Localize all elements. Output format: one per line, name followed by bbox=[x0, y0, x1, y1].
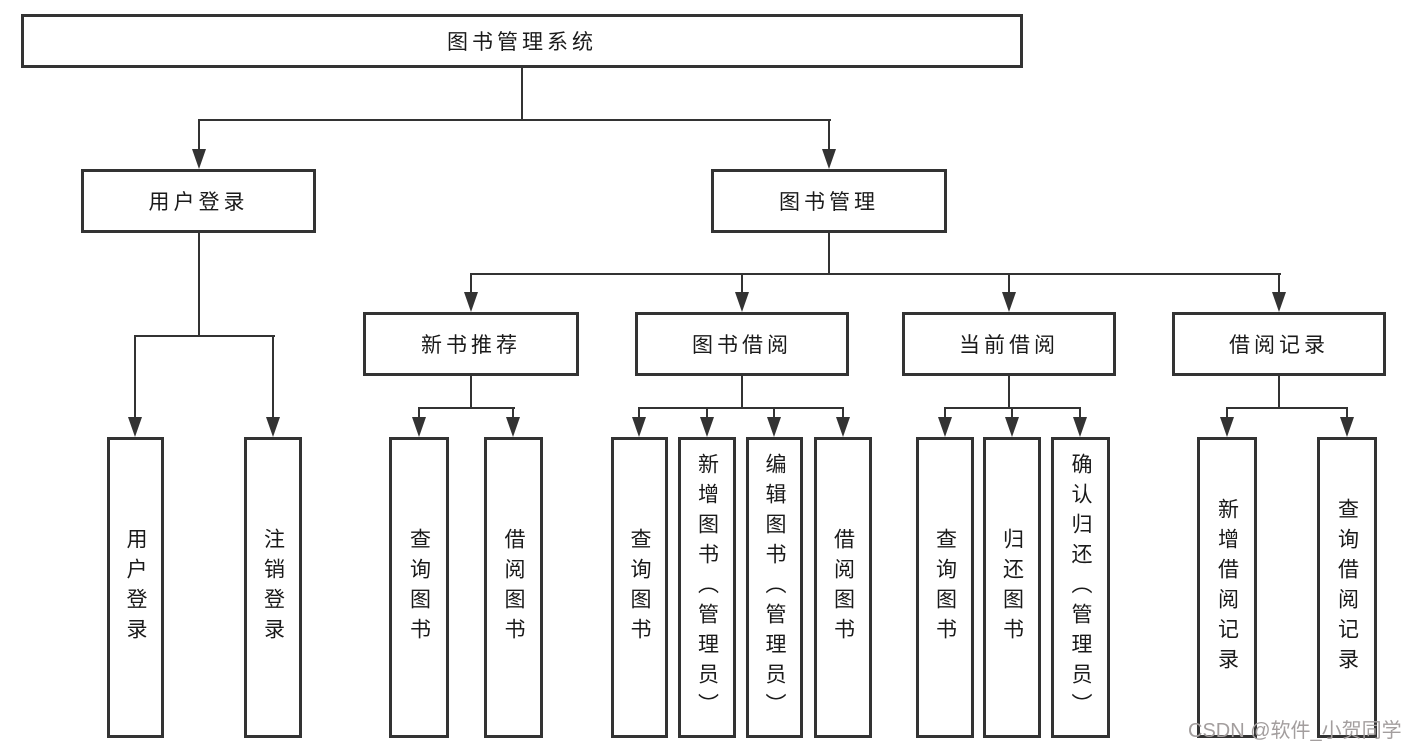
connector-line bbox=[944, 407, 946, 423]
connector-line bbox=[1079, 407, 1081, 423]
node-label: 确认归还（管理员） bbox=[1069, 452, 1092, 723]
connector-line bbox=[1346, 407, 1348, 423]
node-label: 图书管理 bbox=[779, 191, 879, 214]
arrowhead-down bbox=[767, 417, 781, 437]
connector-line bbox=[1008, 376, 1010, 408]
arrowhead-down bbox=[128, 417, 142, 437]
leaf-recommend-borrow-books: 借阅图书 bbox=[484, 437, 543, 738]
node-label: 新书推荐 bbox=[421, 334, 521, 357]
connector-line bbox=[842, 407, 844, 423]
node-label: 借阅记录 bbox=[1229, 334, 1329, 357]
node-label: 查询借阅记录 bbox=[1335, 497, 1359, 678]
leaf-current-return-books: 归还图书 bbox=[983, 437, 1041, 738]
node-user-login: 用户登录 bbox=[81, 169, 316, 233]
node-label: 查询图书 bbox=[933, 527, 957, 648]
arrowhead-down bbox=[412, 417, 426, 437]
connector-line bbox=[638, 407, 844, 409]
arrowhead-down bbox=[1005, 417, 1019, 437]
arrowhead-down bbox=[822, 149, 836, 169]
connector-line bbox=[741, 273, 743, 297]
connector-line bbox=[1226, 407, 1348, 409]
node-label: 新增图书（管理员） bbox=[695, 452, 719, 723]
arrowhead-down bbox=[464, 292, 478, 312]
connector-line bbox=[418, 407, 420, 423]
node-label: 注销登录 bbox=[261, 527, 285, 648]
connector-line bbox=[134, 335, 275, 337]
arrowhead-down bbox=[1002, 292, 1016, 312]
connector-line bbox=[1278, 273, 1280, 297]
connector-line bbox=[828, 233, 830, 274]
arrowhead-down bbox=[506, 417, 520, 437]
node-label: 用户登录 bbox=[148, 191, 249, 214]
connector-line bbox=[512, 407, 514, 423]
node-book-borrowing: 图书借阅 bbox=[635, 312, 849, 376]
arrowhead-down bbox=[735, 292, 749, 312]
connector-line bbox=[134, 335, 136, 423]
arrowhead-down bbox=[632, 417, 646, 437]
connector-line bbox=[773, 407, 775, 423]
node-label: 当前借阅 bbox=[959, 334, 1059, 357]
arrowhead-down bbox=[266, 417, 280, 437]
leaf-recommend-query-books: 查询图书 bbox=[389, 437, 449, 738]
connector-line bbox=[470, 273, 472, 297]
node-current-borrowing: 当前借阅 bbox=[902, 312, 1116, 376]
arrowhead-down bbox=[836, 417, 850, 437]
node-label: 图书借阅 bbox=[692, 334, 792, 357]
arrowhead-down bbox=[1340, 417, 1354, 437]
connector-line bbox=[1011, 407, 1013, 423]
node-book-management: 图书管理 bbox=[711, 169, 947, 233]
connector-line bbox=[1226, 407, 1228, 423]
arrowhead-down bbox=[192, 149, 206, 169]
leaf-borrow-borrow-books: 借阅图书 bbox=[814, 437, 872, 738]
leaf-records-add-record: 新增借阅记录 bbox=[1197, 437, 1257, 738]
node-borrowing-records: 借阅记录 bbox=[1172, 312, 1386, 376]
arrowhead-down bbox=[938, 417, 952, 437]
connector-line bbox=[1008, 273, 1010, 297]
leaf-borrow-edit-books-admin: 编辑图书（管理员） bbox=[746, 437, 803, 738]
node-library-system: 图书管理系统 bbox=[21, 14, 1023, 68]
leaf-borrow-add-books-admin: 新增图书（管理员） bbox=[678, 437, 736, 738]
arrowhead-down bbox=[1272, 292, 1286, 312]
connector-line bbox=[521, 68, 523, 120]
connector-line bbox=[470, 273, 1281, 275]
connector-line bbox=[198, 119, 200, 157]
arrowhead-down bbox=[700, 417, 714, 437]
node-label: 借阅图书 bbox=[502, 527, 525, 648]
arrowhead-down bbox=[1073, 417, 1087, 437]
node-label: 查询图书 bbox=[407, 527, 431, 648]
leaf-borrow-query-books: 查询图书 bbox=[611, 437, 668, 738]
node-label: 图书管理系统 bbox=[447, 31, 597, 54]
connector-line bbox=[828, 119, 830, 157]
connector-line bbox=[1278, 376, 1280, 408]
arrowhead-down bbox=[1220, 417, 1234, 437]
connector-line bbox=[706, 407, 708, 423]
connector-line bbox=[741, 376, 743, 408]
node-label: 查询图书 bbox=[628, 527, 651, 648]
connector-line bbox=[470, 376, 472, 408]
csdn-watermark: CSDN @软件_小贺同学 bbox=[1188, 720, 1402, 742]
leaf-current-query-books: 查询图书 bbox=[916, 437, 974, 738]
connector-line bbox=[198, 119, 831, 121]
leaf-records-query-record: 查询借阅记录 bbox=[1317, 437, 1377, 738]
connector-line bbox=[418, 407, 515, 409]
node-label: 归还图书 bbox=[1000, 527, 1024, 648]
node-label: 新增借阅记录 bbox=[1215, 497, 1239, 678]
connector-line bbox=[198, 233, 200, 336]
connector-line bbox=[272, 335, 274, 423]
node-label: 借阅图书 bbox=[831, 527, 855, 648]
node-label: 用户登录 bbox=[124, 527, 147, 648]
node-new-book-recommendation: 新书推荐 bbox=[363, 312, 579, 376]
connector-line bbox=[638, 407, 640, 423]
leaf-user-login: 用户登录 bbox=[107, 437, 164, 738]
leaf-current-confirm-return-admin: 确认归还（管理员） bbox=[1051, 437, 1110, 738]
node-label: 编辑图书（管理员） bbox=[763, 452, 786, 723]
leaf-logout-login: 注销登录 bbox=[244, 437, 302, 738]
